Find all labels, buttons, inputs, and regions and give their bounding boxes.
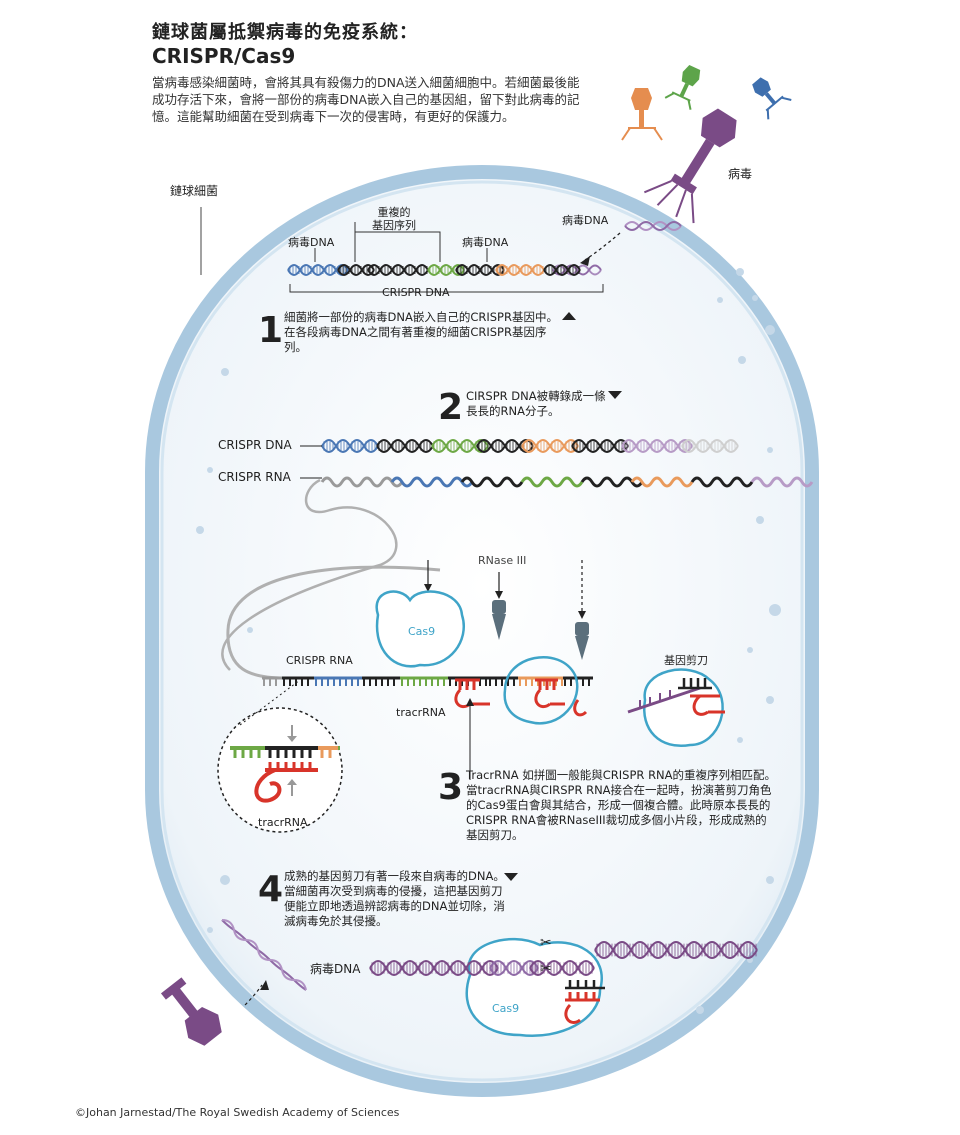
crispr-dna-strand-1 <box>287 264 581 276</box>
tracrrna-label-b: tracrRNA <box>258 816 308 829</box>
loose-viral-dna <box>552 264 602 276</box>
scissors-icons: ✂ ✂ <box>540 935 552 977</box>
step-1-number: 1 <box>258 310 284 351</box>
step-2-text: CIRSPR DNA被轉錄成一條長長的RNA分子。 <box>466 389 606 418</box>
virus-dna-label-top: 病毒DNA <box>562 214 609 227</box>
step-2-number: 2 <box>438 387 464 428</box>
zoom-detail <box>230 725 340 803</box>
crispr-rna-comb <box>262 676 593 686</box>
diagram-title: 鏈球菌屬抵禦病毒的免疫系統： <box>152 22 418 43</box>
repeat-sequence-label: 重複的 基因序列 <box>372 206 416 232</box>
crispr-dna-strand-2 <box>321 439 739 453</box>
crispr-rna-label-2: CRISPR RNA <box>286 654 353 667</box>
rnase-icon <box>492 600 589 660</box>
tracrrna-label-a: tracrRNA <box>396 706 446 719</box>
blue-virus-icon <box>752 77 792 120</box>
crispr-rna-strand <box>320 476 814 488</box>
cas9-bottom <box>465 937 603 1038</box>
crispr-dna-label: CRISPR DNA <box>218 438 292 452</box>
cas9-label-a: Cas9 <box>408 625 436 638</box>
viral-dna-bottom <box>369 941 758 976</box>
step-4-text: 成熟的基因剪刀有著一段來自病毒的DNA。當細菌再次受到病毒的侵擾，這把基因剪刀便… <box>284 869 505 928</box>
intro-paragraph: 當病毒感染細菌時，會將其具有殺傷力的DNA送入細菌細胞中。若細菌最後能成功存活下… <box>152 75 580 124</box>
bacterium-label: 鏈球細菌 <box>170 184 219 198</box>
credit-line: ©Johan Jarnestad/The Royal Swedish Acade… <box>75 1106 400 1119</box>
cytoplasm-dots <box>196 268 781 1014</box>
bacterium-cell <box>145 165 819 1097</box>
gene-scissors-complex <box>627 668 725 748</box>
step-1-text: 細菌將一部份的病毒DNA嵌入自己的CRISPR基因中。在各段病毒DNA之間有著重… <box>284 310 558 354</box>
step-3-text: TracrRNA 如拼圖一般能與CRISPR RNA的重複序列相匹配。當trac… <box>466 768 777 842</box>
virus-icon-bottom <box>160 977 222 1046</box>
gene-scissors-label: 基因剪刀 <box>664 654 708 667</box>
cas9-protein <box>375 590 465 668</box>
crispr-rna-label: CRISPR RNA <box>218 470 291 484</box>
virus-dna-label-left: 病毒DNA <box>288 236 335 249</box>
svg-text:✂: ✂ <box>540 961 552 977</box>
step-4-arrow-icon <box>504 873 518 881</box>
rna-loop <box>221 478 398 671</box>
tracrrna-structures <box>454 678 588 717</box>
virus-label: 病毒 <box>728 167 753 181</box>
rnase-label: RNase III <box>478 554 527 567</box>
svg-text:✂: ✂ <box>540 935 552 951</box>
cas9-label-b: Cas9 <box>492 1002 520 1015</box>
orange-virus-icon <box>621 88 663 141</box>
step-1-arrow-icon <box>562 312 576 320</box>
green-virus-icon <box>664 64 701 110</box>
step-2-arrow-icon <box>608 391 622 399</box>
virus-dna-label-bottom: 病毒DNA <box>310 962 361 976</box>
crispr-brackets <box>289 222 604 293</box>
viral-dna-bottom-entering <box>221 919 307 991</box>
viral-dna-entering <box>624 221 682 231</box>
virus-icon-top <box>643 108 737 224</box>
step-4-number: 4 <box>258 869 284 910</box>
crispr-dna-bracket-label: CRISPR DNA <box>382 286 450 299</box>
virus-dna-label-right: 病毒DNA <box>462 236 509 249</box>
step-3-number: 3 <box>438 767 464 808</box>
diagram-subtitle: CRISPR/Cas9 <box>152 44 296 68</box>
